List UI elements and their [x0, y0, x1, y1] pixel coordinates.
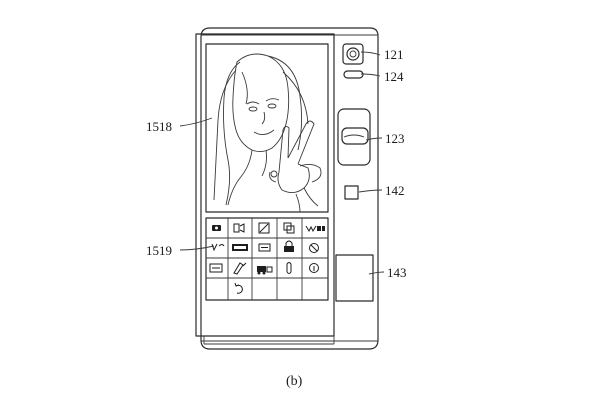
- ref-label-124: 124: [384, 69, 404, 84]
- icon-grid: [205, 217, 329, 301]
- ref-label-1518: 1518: [146, 119, 172, 134]
- equalizer-icon[interactable]: [209, 263, 223, 273]
- memo-icon[interactable]: [258, 243, 271, 252]
- image-edit-icon[interactable]: [258, 222, 270, 234]
- no-disturb-icon[interactable]: [309, 243, 319, 253]
- ref-label-123: 123: [385, 131, 405, 146]
- ref-label-143: 143: [387, 265, 407, 280]
- side-button[interactable]: [337, 108, 371, 166]
- selfie-portrait: [213, 53, 322, 213]
- front-camera: [342, 43, 364, 65]
- ref-label-1519: 1519: [146, 243, 172, 258]
- proximity-sensor: [343, 70, 364, 79]
- ref-label-121: 121: [384, 47, 404, 62]
- leader-lines: [179, 51, 385, 275]
- rear-flash: [344, 185, 359, 200]
- battery-icon[interactable]: [232, 244, 248, 251]
- rotate-icon[interactable]: [234, 282, 243, 294]
- attachment-icon[interactable]: [286, 262, 292, 274]
- widget-icon[interactable]: [305, 225, 325, 233]
- video-call-icon[interactable]: [233, 223, 245, 233]
- camera-icon[interactable]: [212, 225, 221, 231]
- photo-area: [205, 43, 329, 213]
- lock-icon[interactable]: [284, 240, 294, 252]
- car-mode-icon[interactable]: [257, 266, 273, 275]
- figure-caption: (b): [286, 374, 303, 389]
- copy-icon[interactable]: [283, 222, 295, 234]
- voice-record-icon[interactable]: [211, 243, 225, 252]
- info-icon[interactable]: [309, 263, 319, 273]
- fingerprint-sensor[interactable]: [335, 254, 374, 302]
- front-display-panel: [195, 33, 335, 345]
- ref-label-142: 142: [385, 183, 405, 198]
- pen-tool-icon[interactable]: [233, 262, 247, 275]
